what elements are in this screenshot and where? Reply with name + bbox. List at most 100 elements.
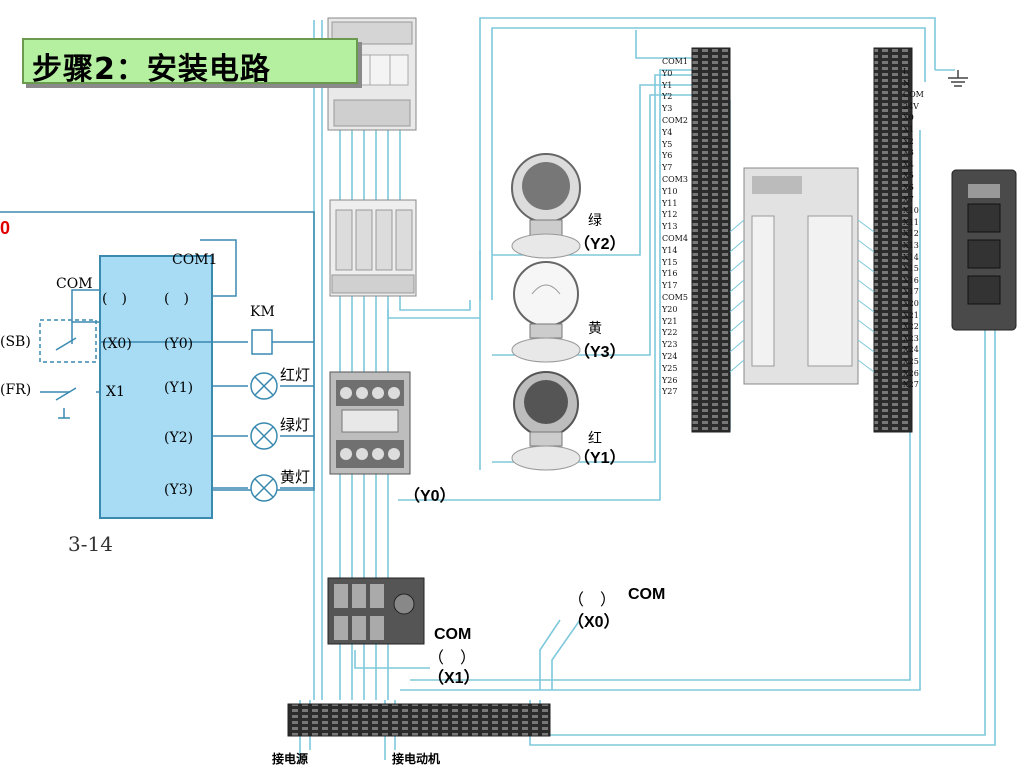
plc-terminal-x24: X24 [903,345,919,355]
plc-terminal-y3: Y3 [662,104,673,114]
plc-terminal-y0: Y0 [662,68,673,78]
plc-unit [729,167,875,385]
terminal-strip [287,703,551,737]
plc-terminal-x17: X17 [903,287,919,297]
plc-terminal-x21: X21 [903,310,919,320]
y3-schem: (Y3) [164,482,194,498]
x0-callout: （X0） [568,614,620,631]
plc-terminal-y26: Y26 [662,375,678,385]
km-coil-symbol [251,329,273,355]
plc-terminal-x20: X20 [903,299,919,308]
ground-icon [948,70,968,87]
com1-label: COM1 [172,252,218,268]
contactor-km [329,371,411,475]
red-char: 红 [588,431,602,447]
plc-terminal-y13: Y13 [662,222,678,232]
motor-label: 接电动机 [392,752,441,766]
yellow-char: 黄 [588,321,602,337]
plc-output-terminal-column [691,47,731,433]
plc-terminal-y24: Y24 [662,352,678,361]
green-term: （Y2） [574,236,626,253]
plc-terminal-x6: X6 [903,183,914,192]
plc-terminal-com3: COM3 [662,175,688,184]
fr-switch-symbol [55,337,77,419]
x1-schem: X1 [106,384,125,400]
plc-terminal-x15: X15 [903,264,919,274]
y2-schem: (Y2) [164,430,194,446]
yellow-lamp-label: 黄灯 [280,468,311,486]
plc-terminal-x0: X0 [903,113,914,123]
x1-callout: （X1） [428,670,480,687]
plc-terminal-x7: X7 [903,194,914,204]
plc-terminal-x4: X4 [903,159,914,169]
plc-terminal-x27: X27 [903,380,919,390]
plc-terminal-x12: X12 [903,229,919,239]
plc-terminal-y14: Y14 [662,245,678,255]
fr-label: (FR) [0,382,32,398]
com-label: COM [56,276,93,292]
thermal-relay-fr [327,577,425,645]
com-lower: COM [434,626,472,643]
km-label: KM [250,304,275,320]
plc-terminal-x23: X23 [903,333,919,343]
x0-schem: (X0) [102,336,132,352]
plc-terminal-y22: Y22 [662,328,678,338]
plc-terminal-y6: Y6 [662,151,673,161]
sb-label: (SB) [0,334,31,350]
plc-terminal-x25: X25 [903,357,919,366]
plc-terminal-com4: COM4 [662,234,688,243]
plc-terminal-y15: Y15 [662,257,678,267]
open-slot-upper: （ ） [568,592,617,609]
plc-terminal-x1: X1 [903,125,914,134]
step-title-banner: 步骤2：安装电路 [22,38,358,87]
plc-terminal-x22: X22 [903,322,919,332]
plc-terminal-x26: X26 [903,368,919,378]
plc-terminal-com: COM [903,90,924,100]
plc-terminal-y2: Y2 [662,92,673,102]
plc-terminal-x11: X11 [903,217,919,227]
plc-terminal-y25: Y25 [662,363,678,373]
plc-terminal-y1: Y1 [662,80,673,90]
top-red-label: 0 [0,218,11,238]
power-label: 接电源 [272,752,309,766]
fuse-block [329,199,417,297]
open-slot-com: ( ) [102,291,127,307]
plc-terminal-y23: Y23 [662,340,678,350]
plc-terminal-y5: Y5 [662,139,673,149]
y1-schem: (Y1) [164,380,194,396]
plc-terminal-x2: X2 [903,136,914,146]
plc-terminal-x3: X3 [903,148,914,158]
plc-terminal-24v: 24V [903,101,919,111]
lamp-yellow [511,261,581,363]
plc-terminal-y12: Y12 [662,210,678,220]
plc-terminal-y10: Y10 [662,186,678,196]
plc-terminal-y4: Y4 [662,127,673,137]
plc-terminal-y7: Y7 [662,163,673,173]
plc-terminal-n: N [903,78,910,88]
plc-schematic-block [99,255,213,519]
push-button-box [951,169,1017,331]
plc-terminal-com1: COM1 [662,57,688,66]
plc-terminal-y16: Y16 [662,269,678,279]
green-char: 绿 [588,213,602,229]
red-term: （Y1） [574,450,626,467]
plc-terminal-y11: Y11 [662,198,678,208]
figure-number: 3-14 [68,532,113,556]
open-slot-lower: （ ） [428,650,477,667]
y0-callout: （Y0） [404,488,456,505]
plc-terminal-com5: COM5 [662,293,688,302]
plc-terminal-y17: Y17 [662,281,678,291]
open-slot-com1: ( ) [164,291,189,307]
sb-switch-symbol [39,319,97,363]
plc-terminal-x14: X14 [903,252,919,262]
plc-terminal-x13: X13 [903,241,919,250]
plc-terminal-com2: COM2 [662,116,688,125]
green-lamp-label: 绿灯 [280,416,311,434]
yellow-term: （Y3） [574,344,626,361]
plc-input-terminal-column [873,47,913,433]
plc-terminal-x10: X10 [903,206,919,216]
plc-terminal-x16: X16 [903,275,919,285]
lamp-red [511,371,581,471]
plc-terminal-x5: X5 [903,171,914,181]
